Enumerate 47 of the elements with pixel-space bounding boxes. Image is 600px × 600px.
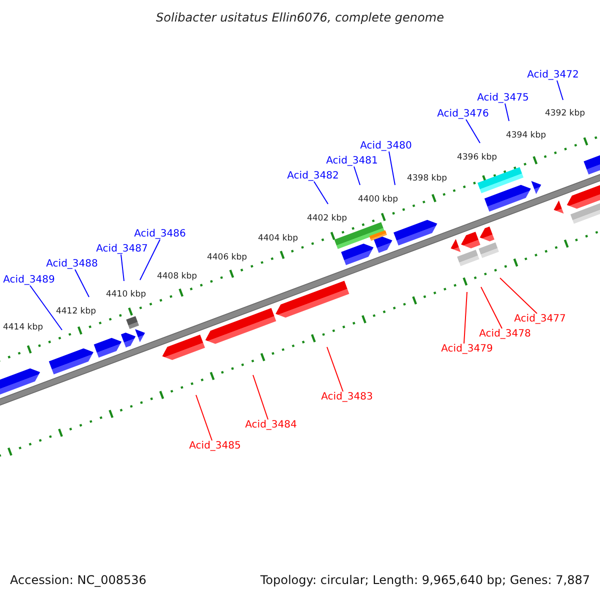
genome-stats-text: Topology: circular; Length: 9,965,640 bp; Genes: 7,887 — [260, 574, 590, 588]
scale-label: 4400 kbp — [358, 195, 398, 205]
gene-label: Acid_3480 — [360, 140, 412, 152]
gene-label: Acid_3481 — [326, 156, 378, 166]
leader-line — [388, 151, 396, 186]
leader-line — [74, 269, 90, 298]
scale-label: 4398 kbp — [406, 174, 448, 184]
leader-line — [314, 181, 328, 204]
gene-label: Acid_3477 — [514, 314, 566, 324]
gene-label: Acid_3482 — [287, 170, 339, 182]
leader-line — [120, 254, 124, 282]
leader-line — [500, 278, 538, 314]
scale-label: 4406 kbp — [206, 253, 248, 263]
leader-line — [480, 286, 502, 329]
gene-label: Acid_3479 — [441, 344, 493, 354]
leader-line — [326, 346, 344, 392]
scale-label: 4396 kbp — [456, 153, 498, 163]
leader-line — [252, 374, 268, 420]
map-title: Solibacter usitatus Ellin6076, complete genome — [156, 11, 444, 25]
gene-label: Acid_3476 — [437, 108, 489, 120]
leader-line — [140, 239, 160, 280]
gene-label: Acid_3472 — [527, 70, 579, 80]
scale-label: 4412 kbp — [56, 307, 96, 317]
gene-label: Acid_3484 — [245, 420, 297, 430]
scale-label: 4408 kbp — [156, 272, 198, 282]
leader-line — [504, 103, 510, 122]
gene-label: Acid_3489 — [3, 274, 55, 286]
gene-label: Acid_3475 — [477, 92, 529, 104]
scale-label: 4402 kbp — [306, 214, 348, 224]
gene-label: Acid_3488 — [46, 258, 98, 270]
gene-label: Acid_3483 — [321, 392, 373, 402]
gene-label: Acid_3478 — [479, 328, 531, 340]
leader-line — [556, 80, 564, 100]
gene-label: Acid_3485 — [189, 440, 241, 452]
gene-label: Acid_3487 — [96, 244, 148, 254]
leader-line — [464, 292, 468, 344]
scale-label: 4404 kbp — [258, 234, 298, 244]
scale-label: 4410 kbp — [106, 290, 146, 300]
leader-line — [354, 166, 360, 186]
leader-line — [196, 394, 212, 441]
leader-line — [30, 285, 62, 330]
gene-label: Acid_3486 — [134, 228, 186, 240]
accession-text: Accession: NC_008536 — [10, 574, 146, 588]
scale-label: 4394 kbp — [506, 131, 546, 141]
leader-line — [466, 119, 480, 144]
scale-label: 4392 kbp — [544, 109, 586, 119]
scale-label: 4414 kbp — [2, 323, 44, 333]
